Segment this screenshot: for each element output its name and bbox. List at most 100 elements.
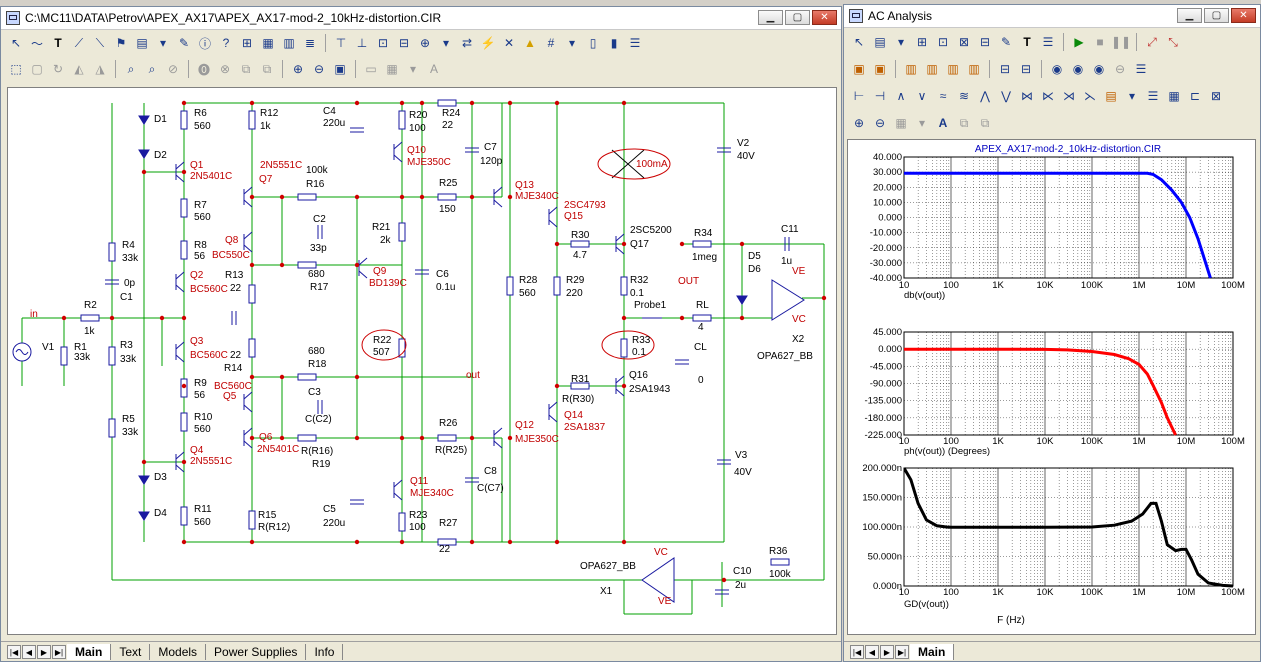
first-tab-icon[interactable]: |◀: [7, 644, 21, 659]
a-valley-icon[interactable]: ▣: [874, 62, 886, 76]
current-icon[interactable]: ⊥: [356, 36, 368, 50]
clear-icon[interactable]: ⊘: [167, 62, 179, 76]
select-mode-icon[interactable]: ↖: [10, 36, 22, 50]
properties-icon[interactable]: ☰: [629, 36, 641, 50]
last-tab-icon[interactable]: ▶|: [52, 644, 66, 659]
a-properties-icon[interactable]: ☰: [1042, 35, 1054, 49]
a-clear-icon[interactable]: ⊖: [1114, 62, 1126, 76]
text-tool-icon[interactable]: T: [54, 36, 62, 50]
select-region-icon[interactable]: ⬚: [10, 62, 22, 76]
font-icon[interactable]: A: [429, 62, 438, 76]
a-global-high-icon[interactable]: ▥: [968, 62, 980, 76]
a-zoom-region-icon[interactable]: ⊡: [937, 35, 949, 49]
analysis-minimize-button[interactable]: ▁: [1177, 8, 1202, 23]
schematic-drawing[interactable]: D1D2R6560R121kC4220uR20100R2422C7120pV24…: [8, 88, 836, 634]
diagonal-wire-icon[interactable]: ⟍: [95, 35, 105, 50]
a-prev-tab-icon[interactable]: ◀: [865, 644, 879, 659]
rotate-icon[interactable]: ↻: [52, 62, 64, 76]
info-icon[interactable]: ⓘ: [198, 36, 211, 51]
find-next-icon[interactable]: ⌕: [148, 61, 156, 76]
a-mode-8-icon[interactable]: ⋁: [1001, 89, 1011, 103]
plot-panel-1[interactable]: 45.0000.000-45.000-90.000-135.000-180.00…: [864, 327, 1244, 457]
a-low-icon[interactable]: ▥: [926, 62, 938, 76]
help-icon[interactable]: ?: [222, 36, 230, 50]
tab-text[interactable]: Text: [111, 643, 151, 660]
a-mode-12-icon[interactable]: ⋋: [1084, 89, 1096, 103]
prev-tab-icon[interactable]: ◀: [22, 644, 36, 659]
pin-connections-icon[interactable]: ⊕: [419, 36, 431, 50]
a-dropdown-icon[interactable]: ▾: [897, 35, 905, 49]
a-bottom-icon[interactable]: ⊟: [1020, 62, 1032, 76]
a-last-tab-icon[interactable]: ▶|: [895, 644, 909, 659]
component-dropdown-icon[interactable]: ▾: [159, 36, 167, 50]
find-icon[interactable]: ⌕: [127, 61, 135, 76]
grid-icon[interactable]: #: [547, 36, 555, 50]
ac-analysis-plots[interactable]: APEX_AX17-mod-2_10kHz-distortion.CIR40.0…: [848, 140, 1255, 634]
grid-text-icon[interactable]: ▥: [283, 36, 295, 50]
a-first-tab-icon[interactable]: |◀: [850, 644, 864, 659]
next-tab-icon[interactable]: ▶: [37, 644, 51, 659]
condition-icon[interactable]: ⊟: [398, 36, 410, 50]
a-high-icon[interactable]: ▥: [905, 62, 917, 76]
grid-dropdown-icon[interactable]: ▾: [568, 36, 576, 50]
page-copy-icon[interactable]: ▮: [610, 36, 618, 50]
a-shrink-icon[interactable]: ⤡: [1168, 34, 1178, 49]
page-icon[interactable]: ▯: [589, 36, 597, 50]
a-graphics-icon[interactable]: ✎: [1000, 35, 1012, 49]
lightning-icon[interactable]: ⚡: [480, 36, 496, 50]
a-copy-icon[interactable]: ⧉: [959, 115, 969, 130]
minimize-button[interactable]: ▁: [758, 10, 783, 25]
a-x-icon[interactable]: ⊠: [1210, 89, 1222, 103]
probe-icon[interactable]: ✕: [503, 36, 515, 50]
a-top-icon[interactable]: ⊟: [999, 62, 1011, 76]
a-component-icon[interactable]: ▤: [874, 35, 886, 49]
tab-models[interactable]: Models: [150, 643, 207, 660]
a-peak-icon[interactable]: ▣: [853, 62, 865, 76]
tab-power-supplies[interactable]: Power Supplies: [206, 643, 307, 660]
zoom-out-icon[interactable]: ⊖: [313, 62, 325, 76]
a-mode-5-icon[interactable]: ≈: [939, 89, 947, 103]
a-text-icon[interactable]: T: [1023, 35, 1031, 49]
a-mode-10-icon[interactable]: ⋉: [1042, 89, 1054, 103]
node-numbers-icon[interactable]: ▦: [262, 36, 274, 50]
a-mode-3-icon[interactable]: ∧: [896, 89, 906, 103]
a-expand-icon[interactable]: ⤢: [1147, 34, 1157, 49]
stop-icon[interactable]: ⓿: [197, 62, 210, 77]
a-mode-1-icon[interactable]: ⊢: [853, 89, 865, 103]
a-pause-icon[interactable]: ❚❚: [1110, 35, 1132, 49]
copy-icon[interactable]: ⧉: [241, 61, 251, 76]
zoom-fit-icon[interactable]: ▣: [334, 62, 346, 76]
schematic-titlebar[interactable]: C:\MC11\DATA\Petrov\APEX_AX17\APEX_AX17-…: [1, 7, 841, 30]
analysis-maximize-button[interactable]: ▢: [1204, 8, 1229, 23]
flip-x-icon[interactable]: ◮: [95, 62, 105, 76]
a-tile-dropdown-icon[interactable]: ▾: [918, 116, 926, 130]
a-tag-icon[interactable]: ☰: [1135, 62, 1147, 76]
paste-icon[interactable]: ⧉: [262, 61, 272, 76]
a-mode-11-icon[interactable]: ⋊: [1063, 89, 1075, 103]
a-slope-icon[interactable]: ◉: [1072, 62, 1084, 76]
add-dropdown-icon[interactable]: ▾: [442, 36, 450, 50]
tab-analysis-main[interactable]: Main: [910, 643, 955, 660]
a-run-icon[interactable]: ▶: [1074, 35, 1084, 49]
maximize-button[interactable]: ▢: [785, 10, 810, 25]
a-mode-4-icon[interactable]: ∨: [917, 89, 927, 103]
a-zoom-out-icon[interactable]: ⊖: [874, 116, 886, 130]
a-mode-6-icon[interactable]: ≋: [958, 89, 970, 103]
flag-icon[interactable]: ⚑: [115, 36, 127, 50]
close-button[interactable]: ✕: [812, 10, 837, 25]
print-icon[interactable]: ▭: [365, 62, 377, 76]
a-bracket-icon[interactable]: ⊏: [1189, 89, 1201, 103]
a-select-icon[interactable]: ↖: [853, 35, 865, 49]
power-icon[interactable]: ⊡: [377, 36, 389, 50]
a-magnifier-icon[interactable]: ◉: [1051, 62, 1063, 76]
a-mode-7-icon[interactable]: ⋀: [980, 89, 990, 103]
a-tile-icon[interactable]: ▦: [895, 116, 907, 130]
a-cursor-icon[interactable]: ⊟: [979, 35, 991, 49]
flip-icon[interactable]: ⇄: [461, 36, 473, 50]
a-inflection-icon[interactable]: ▥: [947, 62, 959, 76]
a-scale-icon[interactable]: ⊞: [916, 35, 928, 49]
tab-info[interactable]: Info: [306, 643, 344, 660]
